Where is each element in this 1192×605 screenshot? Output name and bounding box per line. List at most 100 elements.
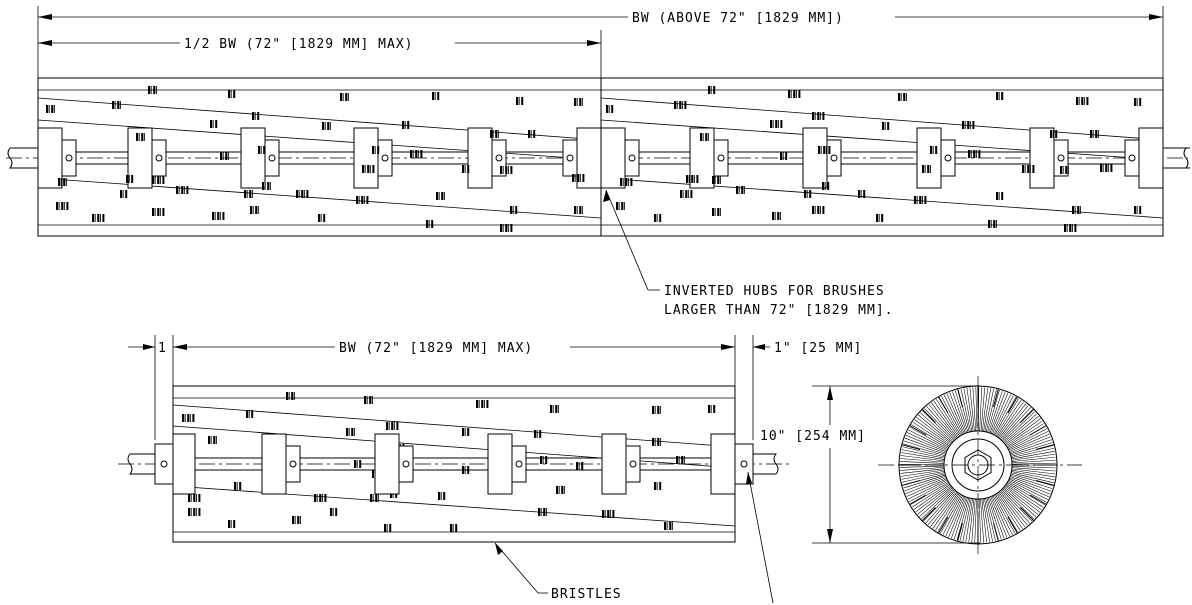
bristle-tuft	[708, 405, 716, 413]
bristle-tuft	[700, 133, 709, 141]
hub-bolt	[629, 460, 637, 468]
diameter-dimension: 10" [254 MM]	[760, 385, 980, 544]
bristle-tuft	[246, 410, 254, 418]
hub	[374, 433, 400, 495]
bristle-tuft	[996, 92, 1004, 100]
bristle-tuft	[652, 438, 661, 446]
bristle-tuft	[914, 196, 927, 204]
bristle-tuft	[56, 202, 69, 210]
bristle-tuft	[258, 146, 266, 154]
bristle-tuft	[572, 174, 585, 182]
end-view-bristles	[898, 385, 1058, 545]
bristle-tuft	[1134, 98, 1142, 106]
hub	[172, 433, 196, 495]
hub	[916, 127, 942, 189]
bristle-tuft	[462, 165, 470, 173]
bristle-tuft	[1090, 130, 1099, 138]
bristle-tuft	[228, 520, 236, 528]
bristle-tuft	[822, 182, 830, 190]
bristle-tuft	[438, 492, 446, 500]
bristle-tuft	[988, 220, 997, 228]
bristle-tuft	[252, 112, 260, 120]
bristle-tuft	[930, 146, 938, 154]
bristle-tuft	[510, 206, 518, 214]
bristle-tuft	[962, 121, 975, 129]
bristle-tuft	[1064, 224, 1077, 232]
hub-bolt	[402, 460, 410, 468]
hub	[1138, 127, 1164, 189]
bristle-tuft	[652, 406, 661, 414]
bristle-tuft	[362, 165, 375, 173]
bristle-tuft	[314, 494, 327, 502]
hub-bolt	[381, 154, 389, 162]
bristle-tuft	[152, 176, 165, 184]
bottom-width-label: BW (72" [1829 MM] MAX)	[339, 341, 533, 356]
hub	[576, 127, 602, 189]
end-view: 10" [254 MM]	[760, 376, 1082, 555]
hub-bolt	[495, 154, 503, 162]
bristle-tuft	[602, 510, 615, 518]
hub	[353, 127, 379, 189]
bristle-tuft	[228, 90, 236, 98]
bristle-tuft	[882, 122, 890, 130]
bristle-tuft	[1100, 164, 1113, 172]
bristle-tuft	[772, 212, 781, 220]
bristle-tuft	[92, 214, 105, 222]
bristle-tuft	[616, 202, 625, 210]
bristle-tuft	[46, 105, 55, 113]
bristle-tuft	[1022, 165, 1035, 173]
bristle-tuft	[858, 190, 866, 198]
bristle-tuft	[674, 101, 687, 109]
bristle-tuft	[370, 494, 379, 502]
bristle-tuft	[296, 190, 309, 198]
bristle-tuft	[818, 146, 831, 154]
bristle-tuft	[188, 508, 201, 516]
bristle-tuft	[606, 105, 614, 113]
bristle-tuft	[330, 508, 338, 516]
bristle-tuft	[620, 178, 633, 186]
bristle-tuft	[262, 182, 271, 190]
bristle-tuft	[574, 206, 583, 214]
bristle-tuft	[346, 428, 355, 436]
hub	[802, 127, 828, 189]
bristle-tuft	[208, 436, 217, 444]
bristle-tuft	[318, 214, 326, 222]
bristle-tuft	[364, 396, 373, 404]
bristle-tuft	[898, 93, 907, 101]
bristle-tuft	[432, 92, 440, 100]
bristle-tuft	[120, 190, 128, 198]
top-hubs	[37, 127, 1164, 189]
hub	[710, 433, 736, 495]
bristle-tuft	[340, 93, 349, 101]
bristle-tuft	[58, 178, 67, 186]
hub	[467, 127, 493, 189]
bristle-tuft	[654, 214, 662, 222]
bristle-tuft	[372, 146, 380, 154]
bristles-leader: BRISTLES	[494, 542, 622, 602]
collar-bolt	[740, 460, 748, 468]
half-width-label: 1/2 BW (72" [1829 MM] MAX)	[184, 37, 414, 52]
bristles-label: BRISTLES	[551, 587, 622, 602]
bristle-tuft	[550, 405, 559, 413]
bristle-tuft	[680, 190, 693, 198]
bristle-tuft	[292, 516, 301, 524]
hub-bolt	[566, 154, 574, 162]
bristle-tuft	[574, 98, 583, 106]
right-offset-label: 1" [25 MM]	[774, 341, 862, 356]
bristle-tuft	[462, 428, 470, 436]
bristle-tufts	[46, 86, 1142, 532]
bristle-tuft	[356, 196, 369, 204]
hub-bolt	[65, 154, 73, 162]
bristle-tuft	[780, 152, 788, 160]
left-offset-label: 1	[158, 341, 167, 356]
hub-bolt	[1057, 154, 1065, 162]
top-brush-view: BW (ABOVE 72" [1829 MM]) 1/2 BW (72" [18…	[6, 6, 1190, 291]
bristle-tuft	[220, 152, 229, 160]
collar-bolt	[160, 460, 168, 468]
bristle-tuft	[426, 220, 434, 228]
bristle-tuft	[410, 150, 423, 158]
bristle-tuft	[516, 97, 524, 105]
bottom-brush-view: 1 BW (72" [1829 MM] MAX) 1" [25 MM]	[118, 335, 862, 604]
bottom-helix-lines	[172, 404, 736, 527]
